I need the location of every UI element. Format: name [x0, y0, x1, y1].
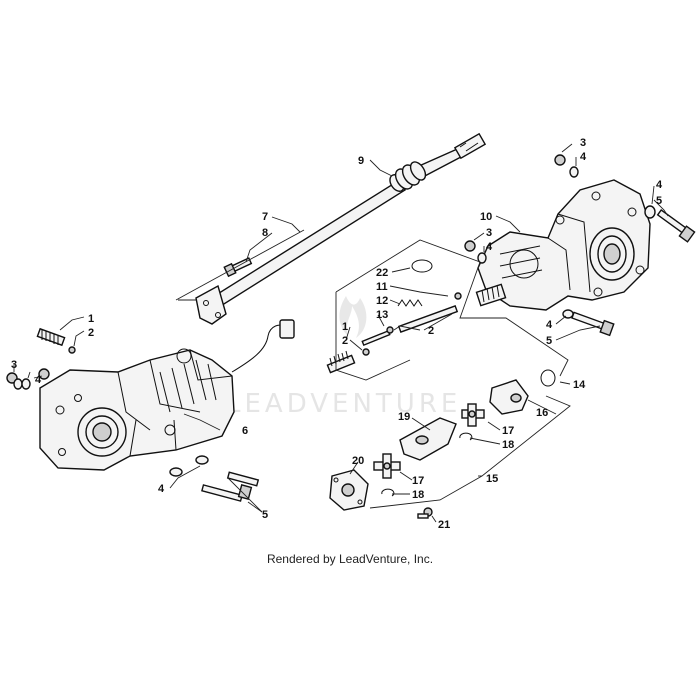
- callout-12: 12: [376, 295, 388, 307]
- callout-4-left: 4: [35, 374, 42, 386]
- callout-5-right: 5: [656, 195, 662, 207]
- front-gear-case: [39, 319, 295, 471]
- callout-18-upper: 18: [502, 439, 514, 451]
- callout-15: 15: [486, 473, 498, 485]
- callout-4-mid-right: 4: [486, 241, 493, 253]
- nut-3-top-right: [554, 154, 566, 166]
- nut-3-mid-right: [464, 240, 476, 252]
- bolts-5-bottom-left: [201, 471, 260, 502]
- watermark-text: LEADVENTURE: [226, 389, 461, 419]
- seal-14: [540, 369, 556, 387]
- yoke-16: [489, 379, 529, 415]
- callout-18-lower: 18: [412, 489, 424, 501]
- universal-joint-17-lower: [373, 453, 401, 479]
- callout-2-left: 2: [88, 327, 94, 339]
- callout-6: 6: [242, 425, 248, 437]
- callout-2-center-right: 2: [428, 325, 434, 337]
- callout-10: 10: [480, 211, 492, 223]
- callout-1-center: 1: [342, 321, 348, 333]
- callout-1-left: 1: [88, 313, 94, 325]
- bolt-5-right: [656, 209, 696, 243]
- leader-lines: [13, 143, 669, 523]
- shaft-bracket: [195, 284, 227, 325]
- callout-4-right: 4: [656, 179, 663, 191]
- callout-4-bottom-left: 4: [158, 483, 165, 495]
- callout-20: 20: [352, 455, 364, 467]
- callout-8: 8: [262, 227, 268, 239]
- callout-21: 21: [438, 519, 450, 531]
- pin-13: [361, 326, 394, 347]
- callout-17-lower: 17: [412, 475, 424, 487]
- snap-ring-18-lower: [381, 488, 395, 497]
- shaft-boot: [389, 161, 427, 192]
- washers-4-bottom-left: [169, 455, 209, 477]
- callout-17-upper: 17: [502, 425, 514, 437]
- callout-3-mid-right: 3: [486, 227, 492, 239]
- callout-22: 22: [376, 267, 388, 279]
- spring-12: [397, 299, 423, 307]
- callout-14: 14: [573, 379, 586, 391]
- callout-numbers: 1 2 3 4 4 5 6 9 7 8 3 4 4 5 10 3 4 22 11…: [11, 137, 663, 531]
- callout-9: 9: [358, 155, 364, 167]
- yoke-19: [399, 417, 457, 461]
- callout-5-lower-right: 5: [546, 335, 552, 347]
- callout-11: 11: [376, 281, 388, 293]
- snap-ring-18-upper: [459, 432, 473, 441]
- drive-shaft: [195, 132, 487, 325]
- rear-gear-case: [475, 179, 651, 311]
- watermark: LEADVENTURE: [226, 296, 461, 419]
- render-credit: Rendered by LeadVenture, Inc.: [266, 552, 434, 566]
- universal-joint-17-upper: [461, 403, 485, 427]
- callout-7: 7: [262, 211, 268, 223]
- bolt-21: [417, 507, 433, 519]
- stud-1-left: [36, 327, 76, 354]
- washer-4-top-right: [569, 166, 579, 178]
- callout-4-top-right: 4: [580, 151, 587, 163]
- bolt-5-lower-right: [571, 311, 615, 337]
- washer-4-mid-right: [477, 252, 487, 264]
- washer-4-right: [644, 205, 656, 219]
- washer-4-left: [13, 378, 31, 390]
- callout-16: 16: [536, 407, 548, 419]
- flange-20: [329, 469, 369, 511]
- callout-3-left: 3: [11, 359, 17, 371]
- stud-1-center: [326, 348, 370, 374]
- watermark-flame-icon: [339, 296, 367, 338]
- callout-4-lower-right: 4: [546, 319, 553, 331]
- callout-2-center: 2: [342, 335, 348, 347]
- callout-3-top-right: 3: [580, 137, 586, 149]
- callout-19: 19: [398, 411, 410, 423]
- callout-13: 13: [376, 309, 388, 321]
- callout-5-bottom-left: 5: [262, 509, 268, 521]
- snap-ring-22: [411, 259, 433, 273]
- shaft-11: [397, 292, 462, 333]
